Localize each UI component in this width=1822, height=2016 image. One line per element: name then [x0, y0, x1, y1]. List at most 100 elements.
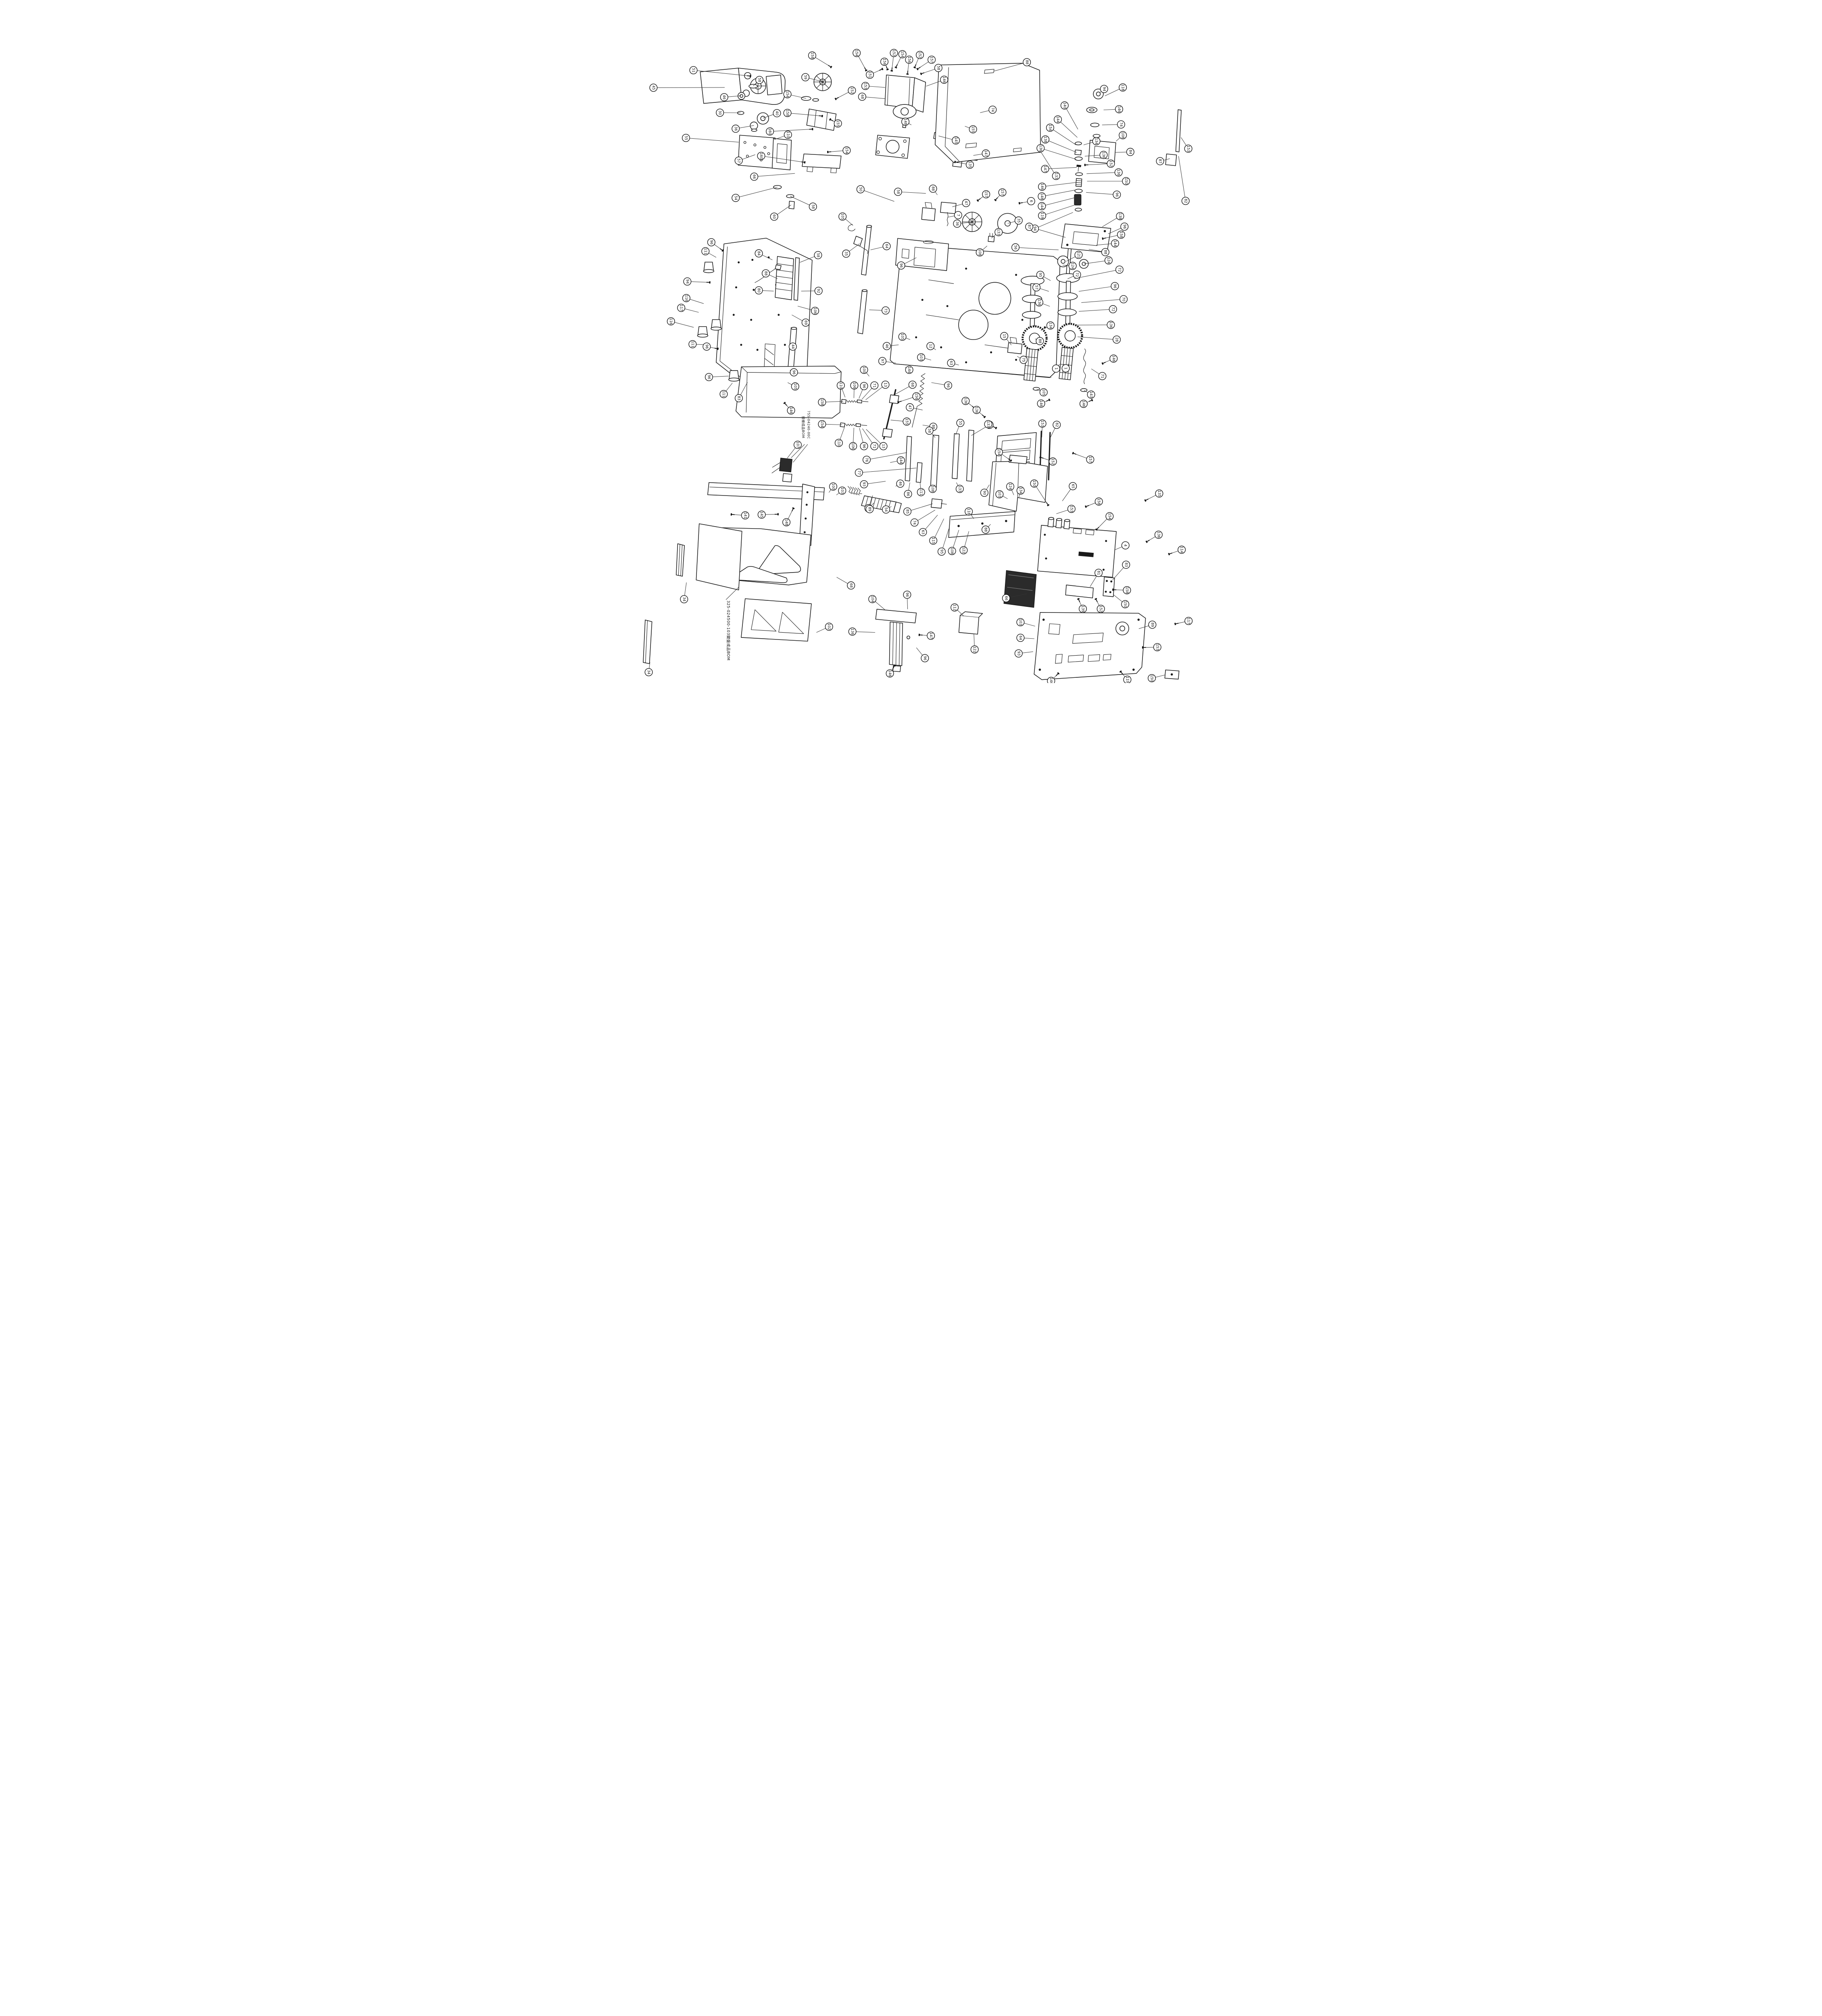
callout-number: 108 — [978, 249, 982, 256]
leader-line — [1058, 364, 1060, 366]
callout-number: 58 — [811, 204, 815, 209]
callout-number: 111 — [721, 391, 725, 398]
leader-line — [787, 448, 796, 458]
callout-balloon — [1016, 618, 1025, 627]
callout-balloon — [667, 317, 675, 325]
leader-line — [870, 495, 873, 506]
leader-line — [890, 461, 897, 463]
leader-line — [773, 129, 812, 131]
callout-balloon — [818, 398, 826, 406]
leader-line — [649, 662, 650, 669]
hook-spring — [848, 224, 856, 231]
callout-balloon — [809, 202, 817, 211]
keypad-pcb-and-bracket — [738, 135, 792, 171]
callout-balloon — [1104, 256, 1113, 264]
callout-number: 45 — [651, 85, 655, 90]
leader-line — [853, 427, 854, 443]
screw-icon — [1174, 623, 1179, 625]
callout-number: 50 — [858, 187, 862, 192]
callout-balloon — [801, 319, 810, 327]
callout-number: 96 — [707, 375, 711, 379]
callout-number: 136 — [963, 398, 967, 404]
callout-number: 136 — [1116, 169, 1120, 176]
callout-number: 55 — [958, 421, 962, 425]
leader-line — [986, 485, 990, 490]
callout-balloon — [944, 381, 953, 389]
callout-number: 150 — [1032, 480, 1036, 487]
screw-icon — [1095, 527, 1099, 531]
callout-balloon — [970, 645, 979, 654]
callout-number: 153 — [863, 83, 867, 90]
callout-number: 54 — [734, 196, 738, 200]
callout-balloon — [1117, 120, 1125, 129]
callout-balloon — [981, 525, 990, 534]
screw-icon — [906, 71, 909, 75]
callout-number: 74 — [1119, 122, 1123, 127]
guide-shaft — [861, 225, 872, 276]
angle-bracket-small — [958, 611, 983, 635]
screw-icon — [897, 400, 902, 404]
callout-number: 4 — [1123, 544, 1127, 547]
callout-number: 96 — [705, 344, 709, 349]
callout-number: 96 — [792, 370, 796, 375]
callout-number: 144 — [1056, 116, 1060, 123]
callout-balloon — [773, 109, 781, 117]
callout-balloon — [860, 480, 868, 489]
callout-balloon — [1036, 271, 1044, 279]
leader-line — [787, 382, 792, 385]
callout-number: 83 — [1124, 562, 1128, 567]
callout-number: 84 — [1128, 150, 1132, 154]
bom-label-leader — [725, 444, 808, 600]
screw-icon — [774, 513, 779, 516]
callout-balloon — [955, 485, 964, 493]
leader-line — [740, 382, 748, 395]
callout-balloon — [1037, 399, 1045, 408]
leader-line — [924, 358, 932, 360]
callout-balloon — [929, 536, 938, 545]
callout-balloon — [1117, 230, 1125, 239]
callout-balloon — [814, 287, 823, 295]
leader-line — [870, 452, 907, 460]
callout-number: 144 — [898, 457, 903, 464]
callout-balloon — [848, 86, 856, 95]
callout-number: 144 — [1040, 203, 1044, 210]
callout-number: 28 — [1115, 337, 1119, 342]
leader-line — [1046, 182, 1076, 187]
callout-number: 153 — [1155, 644, 1159, 651]
callout-balloon — [882, 505, 890, 514]
display-sub-panel — [895, 238, 949, 271]
callout-number: 146 — [888, 670, 892, 677]
callout-balloon — [1027, 197, 1035, 205]
callout-number: 147 — [1043, 166, 1047, 173]
callout-number: 44 — [790, 344, 794, 349]
callout-number: 30 — [718, 110, 722, 115]
callout-balloon — [905, 56, 913, 64]
leader-line — [836, 577, 848, 584]
screw-icon — [1085, 505, 1089, 508]
small-plate-holes — [1103, 577, 1115, 597]
callout-number: 116 — [684, 295, 688, 302]
callout-balloon — [1101, 248, 1109, 256]
callout-balloon — [1097, 605, 1105, 613]
leader-line — [952, 204, 963, 207]
leader-line — [758, 173, 795, 177]
leader-line — [869, 86, 885, 88]
corner-guard-upper — [675, 543, 685, 577]
leader-line — [955, 426, 959, 435]
leader-line — [859, 389, 863, 399]
callout-number: 158 — [810, 52, 814, 59]
callout-number: 105 — [1041, 389, 1045, 396]
callout-balloon — [898, 50, 907, 58]
leader-line — [1066, 256, 1076, 262]
callout-number: 138 — [1118, 213, 1122, 220]
leader-line — [1113, 595, 1123, 602]
leader-line — [1053, 129, 1076, 145]
leader-line — [691, 281, 709, 283]
callout-balloon — [1016, 633, 1025, 642]
callout-balloon — [1115, 105, 1123, 113]
callout-number: 150 — [1150, 675, 1154, 682]
leader-line — [934, 519, 944, 537]
callout-balloon — [896, 479, 905, 488]
leader-line — [769, 275, 778, 279]
bottom-rail — [707, 482, 825, 500]
